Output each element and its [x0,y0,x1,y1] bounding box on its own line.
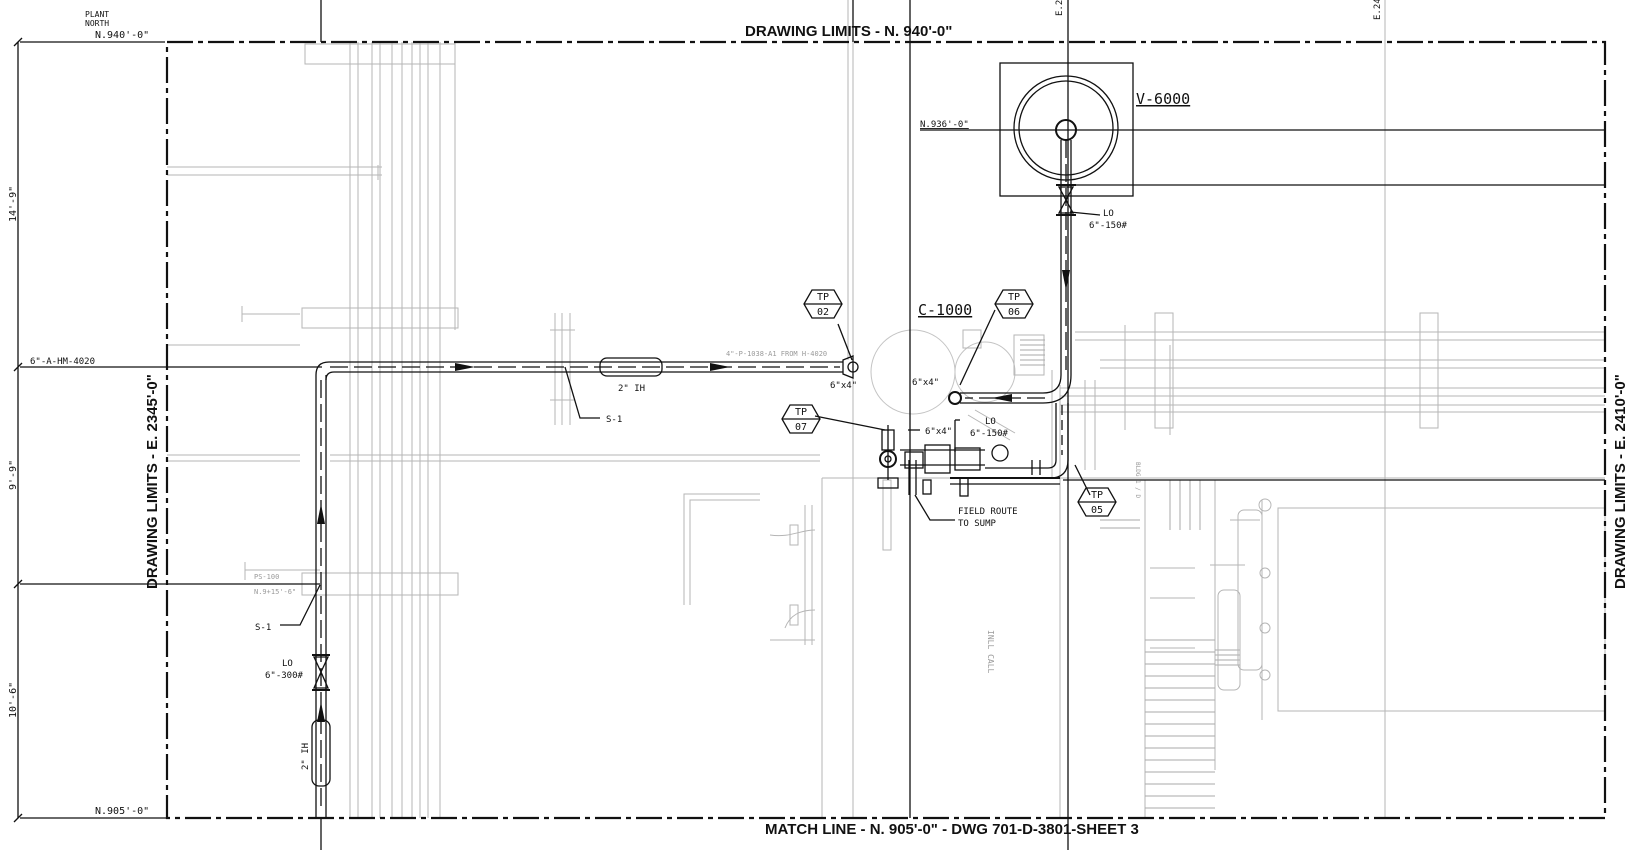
reducer-left-label: 6"x4" [830,381,857,391]
match-line-label: MATCH LINE - N. 905'-0" - DWG 701-D-3801… [765,821,1139,838]
dimension-upper: 14'-9" [8,186,19,222]
lo-valve-lower [312,654,330,691]
tp07-number: 07 [795,422,807,433]
main-piping [311,62,1134,818]
dimension-middle: 9'-9" [8,460,19,490]
top-elevation-label: N.940'-0" [95,30,149,41]
right-drawing-limit-label: DRAWING LIMITS - E. 2410'-0" [1612,374,1629,589]
lo-low-label: LO [282,659,293,669]
insulation-vertical-label: 2" IH [301,743,311,770]
lo-valve-top [1056,184,1076,216]
reducer-mid-label: 6"x4" [912,378,939,388]
test-point-tp07: TP 07 [781,404,821,434]
tp02-number: 02 [817,307,829,318]
lo-top-rating: 6"-150# [1089,221,1128,231]
top-edge-label-1: E.2 [1055,0,1065,16]
tp05-number: 05 [1091,505,1103,516]
test-point-tp05: TP 05 [1077,487,1117,517]
gray-vertical-text: INLL CALL [986,630,995,674]
bottom-elevation-label: N.905'-0" [95,806,149,817]
top-edge-label-2: E.24 [1373,0,1383,20]
tp06-number: 06 [1008,307,1020,318]
plant-north-label: PLANT [85,10,109,19]
lo-top-label: LO [1103,209,1114,219]
column-tag: C-1000 [918,301,972,319]
reducer-low-label: 6"x4" [925,427,952,437]
vessel-elevation: N.936'-0" [920,120,969,130]
tp05-label: TP [1091,490,1103,501]
left-drawing-limit-label: DRAWING LIMITS - E. 2345'-0" [144,374,161,589]
test-point-tp02: TP 02 [803,289,843,319]
insulation-horizontal-label: 2" IH [618,384,645,394]
field-route-label: FIELD ROUTE [958,507,1018,517]
plant-north: PLANT NORTH [85,10,109,28]
support-upper-label: S-1 [606,415,622,425]
gray-small-text: BLDG 1 / D [1134,462,1141,499]
dimension-labels: 14'-9" 9'-9" 10'-6" [8,186,19,718]
ps-elevation: N.9+15'-6" [254,588,296,596]
inlet-line-tag: 6"-A-HM-4020 [30,357,95,367]
reference-lines [13,0,1605,850]
tp06-label: TP [1008,292,1020,303]
top-drawing-limit-label: DRAWING LIMITS - N. 940'-0" [745,23,952,40]
tp02-label: TP [817,292,829,303]
support-lower-label: S-1 [255,623,271,633]
vessel-tag: V-6000 [1136,90,1190,108]
drawing-limits-border [165,40,1607,820]
lo-mid-label: LO [985,417,996,427]
dimension-lower: 10'-6" [8,682,19,718]
lo-mid-rating: 6"-150# [970,429,1009,439]
test-point-tp06: TP 06 [994,289,1034,319]
leader-lines [280,211,1101,626]
ps-tag: PS-100 [254,573,279,581]
field-route-label-2: TO SUMP [958,519,997,529]
plant-north-label-2: NORTH [85,19,109,28]
lo-low-rating: 6"-300# [265,671,304,681]
background-linework [167,0,1606,818]
gray-line-tag: 4"-P-1038-A1 FROM H-4020 [726,350,827,358]
callout-labels: 2" IH 2" IH S-1 S-1 6"x4" 6"x4" 6"x4" LO… [255,209,1141,770]
tp07-label: TP [795,407,807,418]
